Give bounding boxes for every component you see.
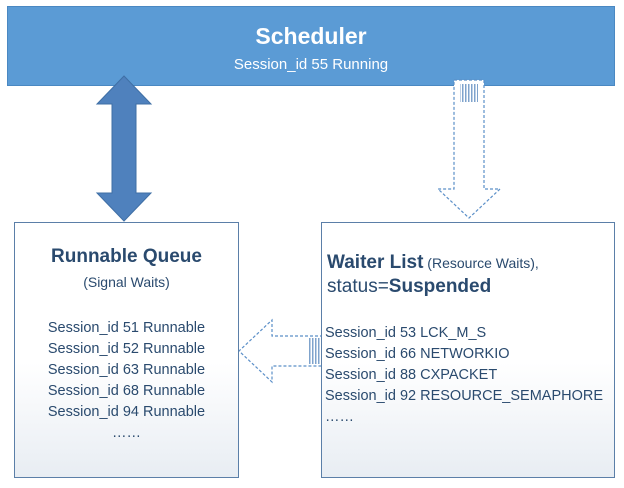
list-item: Session_id 66 NETWORKIO <box>325 346 510 362</box>
waiter-list-heading: Waiter List (Resource Waits), <box>327 251 614 275</box>
waiter-list-title: Waiter List <box>327 252 424 273</box>
waiter-session-list: Session_id 53 LCK_M_S Session_id 66 NETW… <box>325 323 614 428</box>
list-item: Session_id 51 Runnable <box>47 320 206 336</box>
list-item: Session_id 92 RESOURCE_SEMAPHORE <box>325 388 604 404</box>
runnable-queue-title: Runnable Queue <box>51 246 202 267</box>
list-ellipsis: …… <box>325 409 354 425</box>
scheduler-running-session: Session_id 55 Running <box>233 56 389 73</box>
status-prefix: status= <box>327 276 389 297</box>
runnable-queue-subtitle: (Signal Waits) <box>83 274 170 290</box>
list-item: Session_id 52 Runnable <box>47 341 206 357</box>
scheduler-title: Scheduler <box>255 23 367 49</box>
list-item: Session_id 88 CXPACKET <box>325 367 498 383</box>
list-ellipsis: …… <box>112 425 141 441</box>
list-item: Session_id 68 Runnable <box>47 383 206 399</box>
scheduler-bar: Scheduler Session_id 55 Running <box>7 6 615 86</box>
list-item: Session_id 63 Runnable <box>47 362 206 378</box>
bidirectional-arrow <box>95 75 153 222</box>
waiter-list-box: Waiter List (Resource Waits), status=Sus… <box>321 222 615 478</box>
list-item: Session_id 53 LCK_M_S <box>325 325 487 341</box>
list-item: Session_id 94 Runnable <box>47 404 206 420</box>
waiter-to-runnable-arrow <box>238 318 324 384</box>
runnable-session-list: Session_id 51 Runnable Session_id 52 Run… <box>15 318 238 444</box>
waiter-status-line: status=Suspended <box>327 275 614 299</box>
scheduler-to-waiter-arrow <box>436 79 502 219</box>
waiter-list-note: (Resource Waits), <box>423 255 539 271</box>
status-value: Suspended <box>388 276 492 297</box>
runnable-queue-box: Runnable Queue (Signal Waits) Session_id… <box>14 222 239 478</box>
